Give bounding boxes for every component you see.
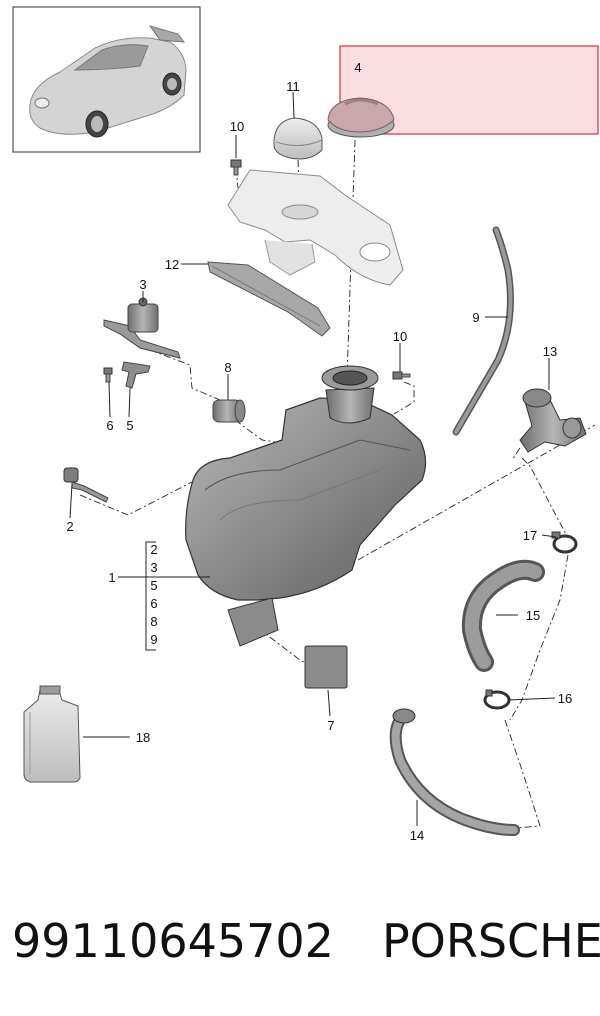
part-screw-10-upper <box>230 159 242 176</box>
bracket-item-list: 2 3 5 6 8 9 <box>150 542 157 647</box>
part-bottle-18 <box>23 685 81 783</box>
label-15: 15 <box>526 608 540 623</box>
part-hose-9 <box>452 226 514 436</box>
parts-diagram: 4 11 10 12 3 8 10 6 5 2 9 13 17 15 16 14… <box>12 6 599 843</box>
bracket-item: 6 <box>150 596 157 611</box>
label-17: 17 <box>523 528 537 543</box>
label-16: 16 <box>558 691 572 706</box>
part-strip-12 <box>207 261 331 337</box>
label-10-lower: 10 <box>393 329 407 344</box>
part-pad-7 <box>304 645 348 689</box>
part-screw-10-lower <box>392 371 411 380</box>
label-10-upper: 10 <box>230 119 244 134</box>
bracket-item: 2 <box>150 542 157 557</box>
label-6: 6 <box>106 418 113 433</box>
bracket-item: 9 <box>150 632 157 647</box>
callout-labels: 4 11 10 12 3 8 10 6 5 2 9 13 17 15 16 14… <box>66 60 572 843</box>
label-14: 14 <box>410 828 424 843</box>
label-8: 8 <box>224 360 231 375</box>
part-sensor-8 <box>212 399 246 423</box>
leader-lines <box>69 91 557 826</box>
part-number: 99110645702 <box>12 914 334 968</box>
label-18: 18 <box>136 730 150 745</box>
part-connector-13 <box>519 388 587 453</box>
part-clamp-17 <box>551 531 578 554</box>
label-7: 7 <box>327 718 334 733</box>
label-9: 9 <box>472 310 479 325</box>
footer-caption: 99110645702 PORSCHE <box>12 906 600 976</box>
label-5: 5 <box>126 418 133 433</box>
bracket-item: 8 <box>150 614 157 629</box>
part-valve-3 <box>103 297 181 359</box>
part-sensor-2 <box>63 467 109 503</box>
bracket-item: 5 <box>150 578 157 593</box>
label-13: 13 <box>543 344 557 359</box>
label-12: 12 <box>165 257 179 272</box>
label-2: 2 <box>66 519 73 534</box>
part-screw-6 <box>103 367 113 383</box>
part-clamp-16 <box>483 689 511 710</box>
part-cap-4 <box>327 97 395 138</box>
label-1: 1 <box>108 570 115 585</box>
part-cap-11 <box>273 117 323 160</box>
brand-name: PORSCHE <box>381 914 600 968</box>
label-11: 11 <box>286 79 300 94</box>
label-4: 4 <box>354 60 361 75</box>
part-bracket <box>227 169 404 286</box>
part-tank-1 <box>185 365 427 647</box>
label-3: 3 <box>139 277 146 292</box>
connector-lines <box>79 139 596 829</box>
bracket-item: 3 <box>150 560 157 575</box>
car-thumbnail <box>12 6 201 153</box>
part-clip-5 <box>121 361 151 389</box>
